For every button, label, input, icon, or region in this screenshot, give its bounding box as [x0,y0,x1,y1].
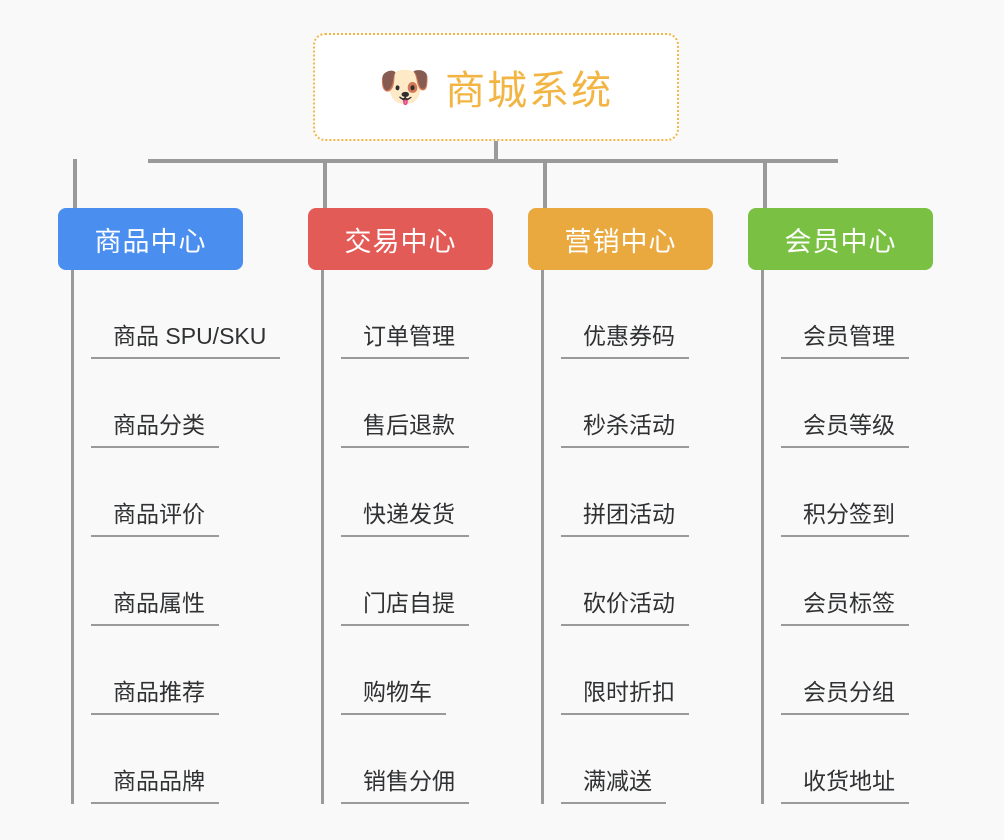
leaf-item[interactable]: 订单管理 [341,270,493,359]
branch-member-center: 会员中心会员管理会员等级积分签到会员标签会员分组收货地址 [748,208,933,804]
leaf-underline: 限时折扣 [561,673,689,715]
connector-drop-member-center [763,159,767,209]
leaf-underline: 积分签到 [781,495,909,537]
leaf-item[interactable]: 拼团活动 [561,448,713,537]
leaf-item[interactable]: 会员分组 [781,626,933,715]
leaf-label: 收货地址 [803,768,895,794]
leaf-label: 商品评价 [113,501,205,527]
branch-head-marketing-center[interactable]: 营销中心 [528,208,713,270]
leaf-underline: 优惠券码 [561,317,689,359]
leaf-label: 积分签到 [803,501,895,527]
leaf-list-marketing-center: 优惠券码秒杀活动拼团活动砍价活动限时折扣满减送 [541,270,713,804]
leaf-item[interactable]: 限时折扣 [561,626,713,715]
root-node[interactable]: 🐶 商城系统 [313,33,679,141]
leaf-item[interactable]: 门店自提 [341,537,493,626]
leaf-label: 限时折扣 [583,679,675,705]
leaf-label: 购物车 [363,679,432,705]
leaf-item[interactable]: 商品品牌 [91,715,243,804]
leaf-underline: 商品 SPU/SKU [91,317,281,359]
connector-horizontal-bus [148,159,838,163]
leaf-label: 销售分佣 [363,768,455,794]
leaf-item[interactable]: 快递发货 [341,448,493,537]
leaf-list-trade-center: 订单管理售后退款快递发货门店自提购物车销售分佣 [321,270,493,804]
leaf-label: 商品品牌 [113,768,205,794]
leaf-item[interactable]: 商品 SPU/SKU [91,270,281,359]
leaf-underline: 订单管理 [341,317,469,359]
leaf-underline: 销售分佣 [341,762,469,804]
leaf-label: 商品属性 [113,590,205,616]
leaf-underline: 商品推荐 [91,673,219,715]
leaf-underline: 商品品牌 [91,762,219,804]
branch-head-product-center[interactable]: 商品中心 [58,208,243,270]
leaf-label: 秒杀活动 [583,412,675,438]
leaf-label: 会员等级 [803,412,895,438]
leaf-item[interactable]: 收货地址 [781,715,933,804]
leaf-label: 优惠券码 [583,323,675,349]
leaf-underline: 拼团活动 [561,495,689,537]
leaf-label: 会员分组 [803,679,895,705]
leaf-item[interactable]: 销售分佣 [341,715,493,804]
leaf-item[interactable]: 满减送 [561,715,713,804]
leaf-underline: 门店自提 [341,584,469,626]
connector-drop-product-center [73,159,77,209]
leaf-underline: 会员管理 [781,317,909,359]
leaf-underline: 收货地址 [781,762,909,804]
leaf-underline: 会员等级 [781,406,909,448]
branch-head-label: 营销中心 [564,226,677,257]
leaf-underline: 商品分类 [91,406,219,448]
leaf-underline: 商品评价 [91,495,219,537]
leaf-item[interactable]: 优惠券码 [561,270,713,359]
connector-drop-marketing-center [543,159,547,209]
leaf-item[interactable]: 售后退款 [341,359,493,448]
branch-trade-center: 交易中心订单管理售后退款快递发货门店自提购物车销售分佣 [308,208,493,804]
leaf-item[interactable]: 商品评价 [91,448,243,537]
leaf-underline: 快递发货 [341,495,469,537]
connector-drop-trade-center [323,159,327,209]
leaf-underline: 购物车 [341,673,446,715]
leaf-label: 会员标签 [803,590,895,616]
leaf-list-product-center: 商品 SPU/SKU 商品分类商品评价商品属性商品推荐商品品牌 [71,270,281,804]
leaf-label: 拼团活动 [583,501,675,527]
leaf-item[interactable]: 会员标签 [781,537,933,626]
branch-head-label: 交易中心 [344,226,457,257]
leaf-label: 会员管理 [803,323,895,349]
leaf-label: 订单管理 [363,323,455,349]
leaf-label: 快递发货 [363,501,455,527]
leaf-underline: 满减送 [561,762,666,804]
branch-product-center: 商品中心商品 SPU/SKU 商品分类商品评价商品属性商品推荐商品品牌 [58,208,281,804]
leaf-item[interactable]: 会员管理 [781,270,933,359]
leaf-item[interactable]: 积分签到 [781,448,933,537]
leaf-label: 门店自提 [363,590,455,616]
root-title: 商城系统 [445,69,614,113]
leaf-item[interactable]: 商品属性 [91,537,243,626]
dog-face-icon: 🐶 [378,63,432,110]
leaf-label: 商品分类 [113,412,205,438]
branch-head-trade-center[interactable]: 交易中心 [308,208,493,270]
leaf-label: 售后退款 [363,412,455,438]
leaf-underline: 商品属性 [91,584,219,626]
leaf-item[interactable]: 秒杀活动 [561,359,713,448]
leaf-label: 商品 SPU/SKU [113,323,267,349]
leaf-label: 商品推荐 [113,679,205,705]
branch-head-label: 会员中心 [784,226,897,257]
leaf-item[interactable]: 商品分类 [91,359,243,448]
leaf-underline: 砍价活动 [561,584,689,626]
leaf-underline: 售后退款 [341,406,469,448]
leaf-item[interactable]: 会员等级 [781,359,933,448]
leaf-item[interactable]: 商品推荐 [91,626,243,715]
leaf-item[interactable]: 砍价活动 [561,537,713,626]
branch-marketing-center: 营销中心优惠券码秒杀活动拼团活动砍价活动限时折扣满减送 [528,208,713,804]
leaf-underline: 会员标签 [781,584,909,626]
leaf-item[interactable]: 购物车 [341,626,493,715]
leaf-underline: 会员分组 [781,673,909,715]
leaf-label: 砍价活动 [583,590,675,616]
leaf-list-member-center: 会员管理会员等级积分签到会员标签会员分组收货地址 [761,270,933,804]
branch-head-label: 商品中心 [94,226,207,257]
branch-head-member-center[interactable]: 会员中心 [748,208,933,270]
leaf-label: 满减送 [583,768,652,794]
leaf-underline: 秒杀活动 [561,406,689,448]
connector-root-stem [494,141,498,163]
